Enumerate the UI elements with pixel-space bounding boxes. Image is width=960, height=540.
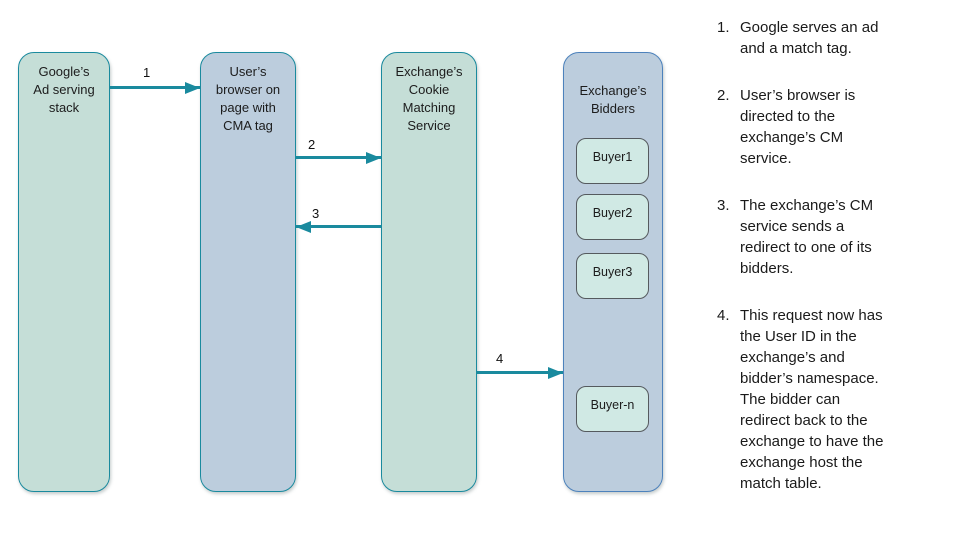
list-item: 3. The exchange’s CM service sends a red… (700, 195, 952, 279)
list-item-text: User’s browser is directed to the exchan… (740, 87, 856, 167)
list-item-text: Google serves an ad and a match tag. (740, 19, 879, 57)
arrow-step-2 (296, 151, 381, 164)
buyer-box-2: Buyer2 (576, 194, 649, 240)
buyer-box-n: Buyer-n (576, 386, 649, 432)
arrow-label-2: 2 (308, 137, 316, 152)
arrow-step-1 (110, 81, 200, 94)
arrow-step-4 (477, 366, 563, 379)
node-google-ad-serving-stack: Google’s Ad serving stack (18, 52, 110, 492)
node-exchange-bidders-label: Exchange’s Bidders (579, 83, 647, 116)
node-cookie-matching-service: Exchange’s Cookie Matching Service (381, 52, 477, 492)
buyer-box-1: Buyer1 (576, 138, 649, 184)
list-item: 1. Google serves an ad and a match tag. (700, 17, 952, 59)
list-item-text: This request now has the User ID in the … (740, 307, 884, 492)
arrow-label-1: 1 (143, 65, 151, 80)
list-item-number: 1. (717, 19, 730, 36)
list-item: 2. User’s browser is directed to the exc… (700, 85, 952, 169)
step-description-list: 1. Google serves an ad and a match tag. … (700, 17, 952, 520)
arrow-step-3 (296, 220, 381, 233)
list-item-text: The exchange’s CM service sends a redire… (740, 197, 874, 277)
list-item: 4. This request now has the User ID in t… (700, 305, 952, 494)
arrowhead-right-icon (185, 81, 200, 94)
arrow-label-4: 4 (496, 351, 504, 366)
arrow-label-3: 3 (312, 206, 320, 221)
buyer-box-3: Buyer3 (576, 253, 649, 299)
node-exchange-bidders: Exchange’s Bidders Buyer1 Buyer2 Buyer3 … (563, 52, 663, 492)
arrowhead-right-icon (366, 151, 381, 164)
arrowhead-right-icon (548, 366, 563, 379)
node-user-browser: User’s browser on page with CMA tag (200, 52, 296, 492)
list-item-number: 4. (717, 307, 730, 324)
arrowhead-left-icon (296, 220, 311, 233)
list-item-number: 3. (717, 197, 730, 214)
list-item-number: 2. (717, 87, 730, 104)
